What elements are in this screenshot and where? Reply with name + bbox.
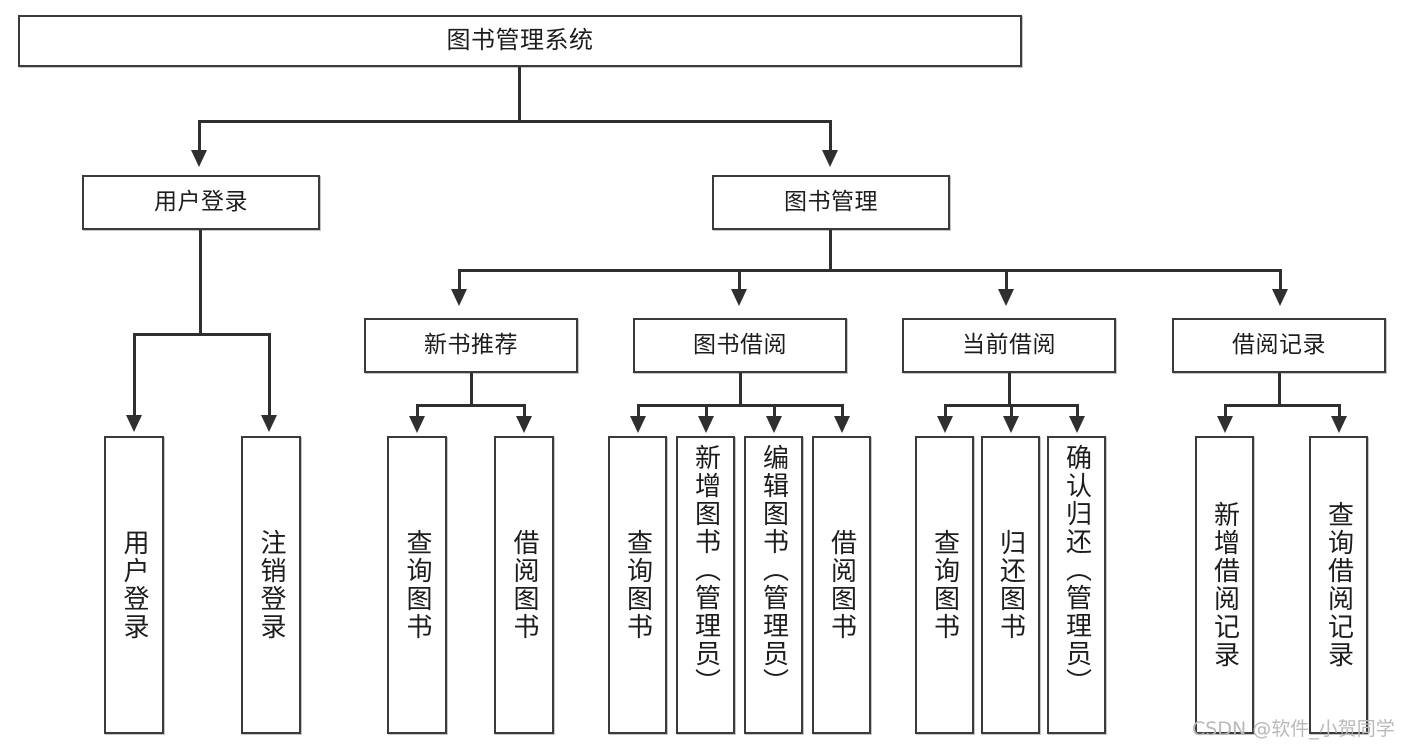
- node-borrow-record[interactable]: 借阅记录: [1172, 318, 1386, 373]
- connector-borrow-record-drop-1: [1224, 404, 1227, 418]
- connector-book-borrow-drop-2: [705, 404, 708, 418]
- arrow-to-new-book-recommend: [451, 289, 467, 306]
- node-label: 查询图书: [402, 529, 432, 641]
- node-label: 借阅图书: [509, 529, 539, 641]
- arrow-to-user-login: [191, 150, 207, 167]
- connector-book-borrow-drop-4: [841, 404, 844, 418]
- node-label: 用户登录: [154, 189, 248, 216]
- node-label: 当前借阅: [962, 332, 1056, 359]
- arrow-to-book-manage: [822, 150, 838, 167]
- arrow-to-leaf-user-login: [126, 415, 142, 432]
- node-book-manage[interactable]: 图书管理: [712, 175, 950, 230]
- node-label: 查询图书: [929, 529, 960, 641]
- node-label: 新增图书（管理员）: [690, 444, 721, 696]
- arrow-to-leaf-query-book-3: [937, 416, 953, 433]
- node-leaf-logout-login[interactable]: 注销登录: [241, 436, 301, 734]
- arrow-to-leaf-add-book: [698, 416, 714, 433]
- arrow-to-leaf-query-book-1: [409, 416, 425, 433]
- node-label: 图书借阅: [693, 332, 787, 359]
- connector-level3-drop-2: [738, 269, 741, 291]
- connector-user-login-drop-1: [133, 333, 136, 417]
- node-new-book-recommend[interactable]: 新书推荐: [364, 318, 578, 373]
- connector-new-book-stem: [470, 373, 473, 406]
- connector-root-stem: [518, 67, 521, 121]
- node-current-borrow[interactable]: 当前借阅: [902, 318, 1116, 373]
- node-user-login[interactable]: 用户登录: [82, 175, 320, 230]
- connector-current-borrow-drop-2: [1010, 404, 1013, 418]
- node-leaf-query-book-1[interactable]: 查询图书: [387, 436, 447, 734]
- connector-new-book-drop-1: [416, 404, 419, 418]
- node-leaf-confirm-return[interactable]: 确认归还（管理员）: [1047, 436, 1106, 734]
- connector-current-borrow-stem: [1008, 373, 1011, 406]
- node-root-book-management-system[interactable]: 图书管理系统: [18, 15, 1022, 67]
- node-label: 借阅记录: [1232, 332, 1326, 359]
- node-leaf-user-login[interactable]: 用户登录: [104, 436, 164, 734]
- connector-new-book-drop-2: [523, 404, 526, 418]
- node-leaf-borrow-book-2[interactable]: 借阅图书: [812, 436, 871, 734]
- connector-level2-bus: [198, 120, 832, 123]
- node-label: 注销登录: [256, 529, 286, 641]
- connector-new-book-bus: [416, 404, 526, 407]
- node-label: 查询借阅记录: [1323, 501, 1354, 669]
- connector-book-borrow-stem: [739, 373, 742, 406]
- node-label: 用户登录: [119, 529, 149, 641]
- connector-user-login-bus: [133, 333, 271, 336]
- connector-book-manage-stem: [829, 230, 832, 272]
- connector-level3-drop-3: [1005, 269, 1008, 291]
- connector-level3-drop-4: [1279, 269, 1282, 291]
- connector-current-borrow-drop-3: [1076, 404, 1079, 418]
- arrow-to-current-borrow: [998, 289, 1014, 306]
- arrow-to-leaf-borrow-book-2: [834, 416, 850, 433]
- node-label: 新书推荐: [424, 332, 518, 359]
- connector-borrow-record-stem: [1278, 373, 1281, 406]
- node-label: 归还图书: [995, 529, 1026, 641]
- arrow-to-leaf-borrow-book-1: [516, 416, 532, 433]
- arrow-to-leaf-return-book: [1003, 416, 1019, 433]
- arrow-to-leaf-query-book-2: [630, 416, 646, 433]
- node-label: 查询图书: [622, 529, 653, 641]
- node-leaf-add-book[interactable]: 新增图书（管理员）: [676, 436, 735, 734]
- arrow-to-leaf-edit-book: [766, 416, 782, 433]
- node-leaf-add-record[interactable]: 新增借阅记录: [1195, 436, 1254, 734]
- connector-level2-drop-left: [198, 120, 201, 152]
- node-leaf-edit-book[interactable]: 编辑图书（管理员）: [744, 436, 803, 734]
- csdn-watermark: CSDN @软件_小贺同学: [1192, 718, 1395, 740]
- connector-book-borrow-drop-1: [637, 404, 640, 418]
- connector-borrow-record-drop-2: [1338, 404, 1341, 418]
- connector-level3-bus: [458, 269, 1282, 272]
- node-label: 图书管理: [784, 189, 878, 216]
- arrow-to-leaf-query-record: [1331, 416, 1347, 433]
- connector-user-login-drop-2: [268, 333, 271, 417]
- node-label: 图书管理系统: [446, 26, 594, 55]
- connector-borrow-record-bus: [1224, 404, 1341, 407]
- node-leaf-query-book-3[interactable]: 查询图书: [915, 436, 974, 734]
- connector-book-borrow-bus: [637, 404, 843, 407]
- arrow-to-leaf-logout-login: [261, 415, 277, 432]
- connector-level2-drop-right: [829, 120, 832, 152]
- connector-current-borrow-drop-1: [944, 404, 947, 418]
- connector-level3-drop-1: [458, 269, 461, 291]
- arrow-to-leaf-confirm-return: [1069, 416, 1085, 433]
- arrow-to-borrow-record: [1272, 289, 1288, 306]
- node-leaf-return-book[interactable]: 归还图书: [981, 436, 1040, 734]
- node-leaf-query-book-2[interactable]: 查询图书: [608, 436, 667, 734]
- arrow-to-book-borrow: [731, 289, 747, 306]
- arrow-to-leaf-add-record: [1217, 416, 1233, 433]
- connector-book-borrow-drop-3: [773, 404, 776, 418]
- connector-user-login-stem: [199, 230, 202, 335]
- node-label: 新增借阅记录: [1209, 501, 1240, 669]
- node-leaf-query-record[interactable]: 查询借阅记录: [1309, 436, 1368, 734]
- node-leaf-borrow-book-1[interactable]: 借阅图书: [494, 436, 554, 734]
- node-label: 借阅图书: [826, 529, 857, 641]
- node-book-borrow[interactable]: 图书借阅: [633, 318, 847, 373]
- node-label: 确认归还（管理员）: [1061, 444, 1092, 696]
- node-label: 编辑图书（管理员）: [758, 444, 789, 696]
